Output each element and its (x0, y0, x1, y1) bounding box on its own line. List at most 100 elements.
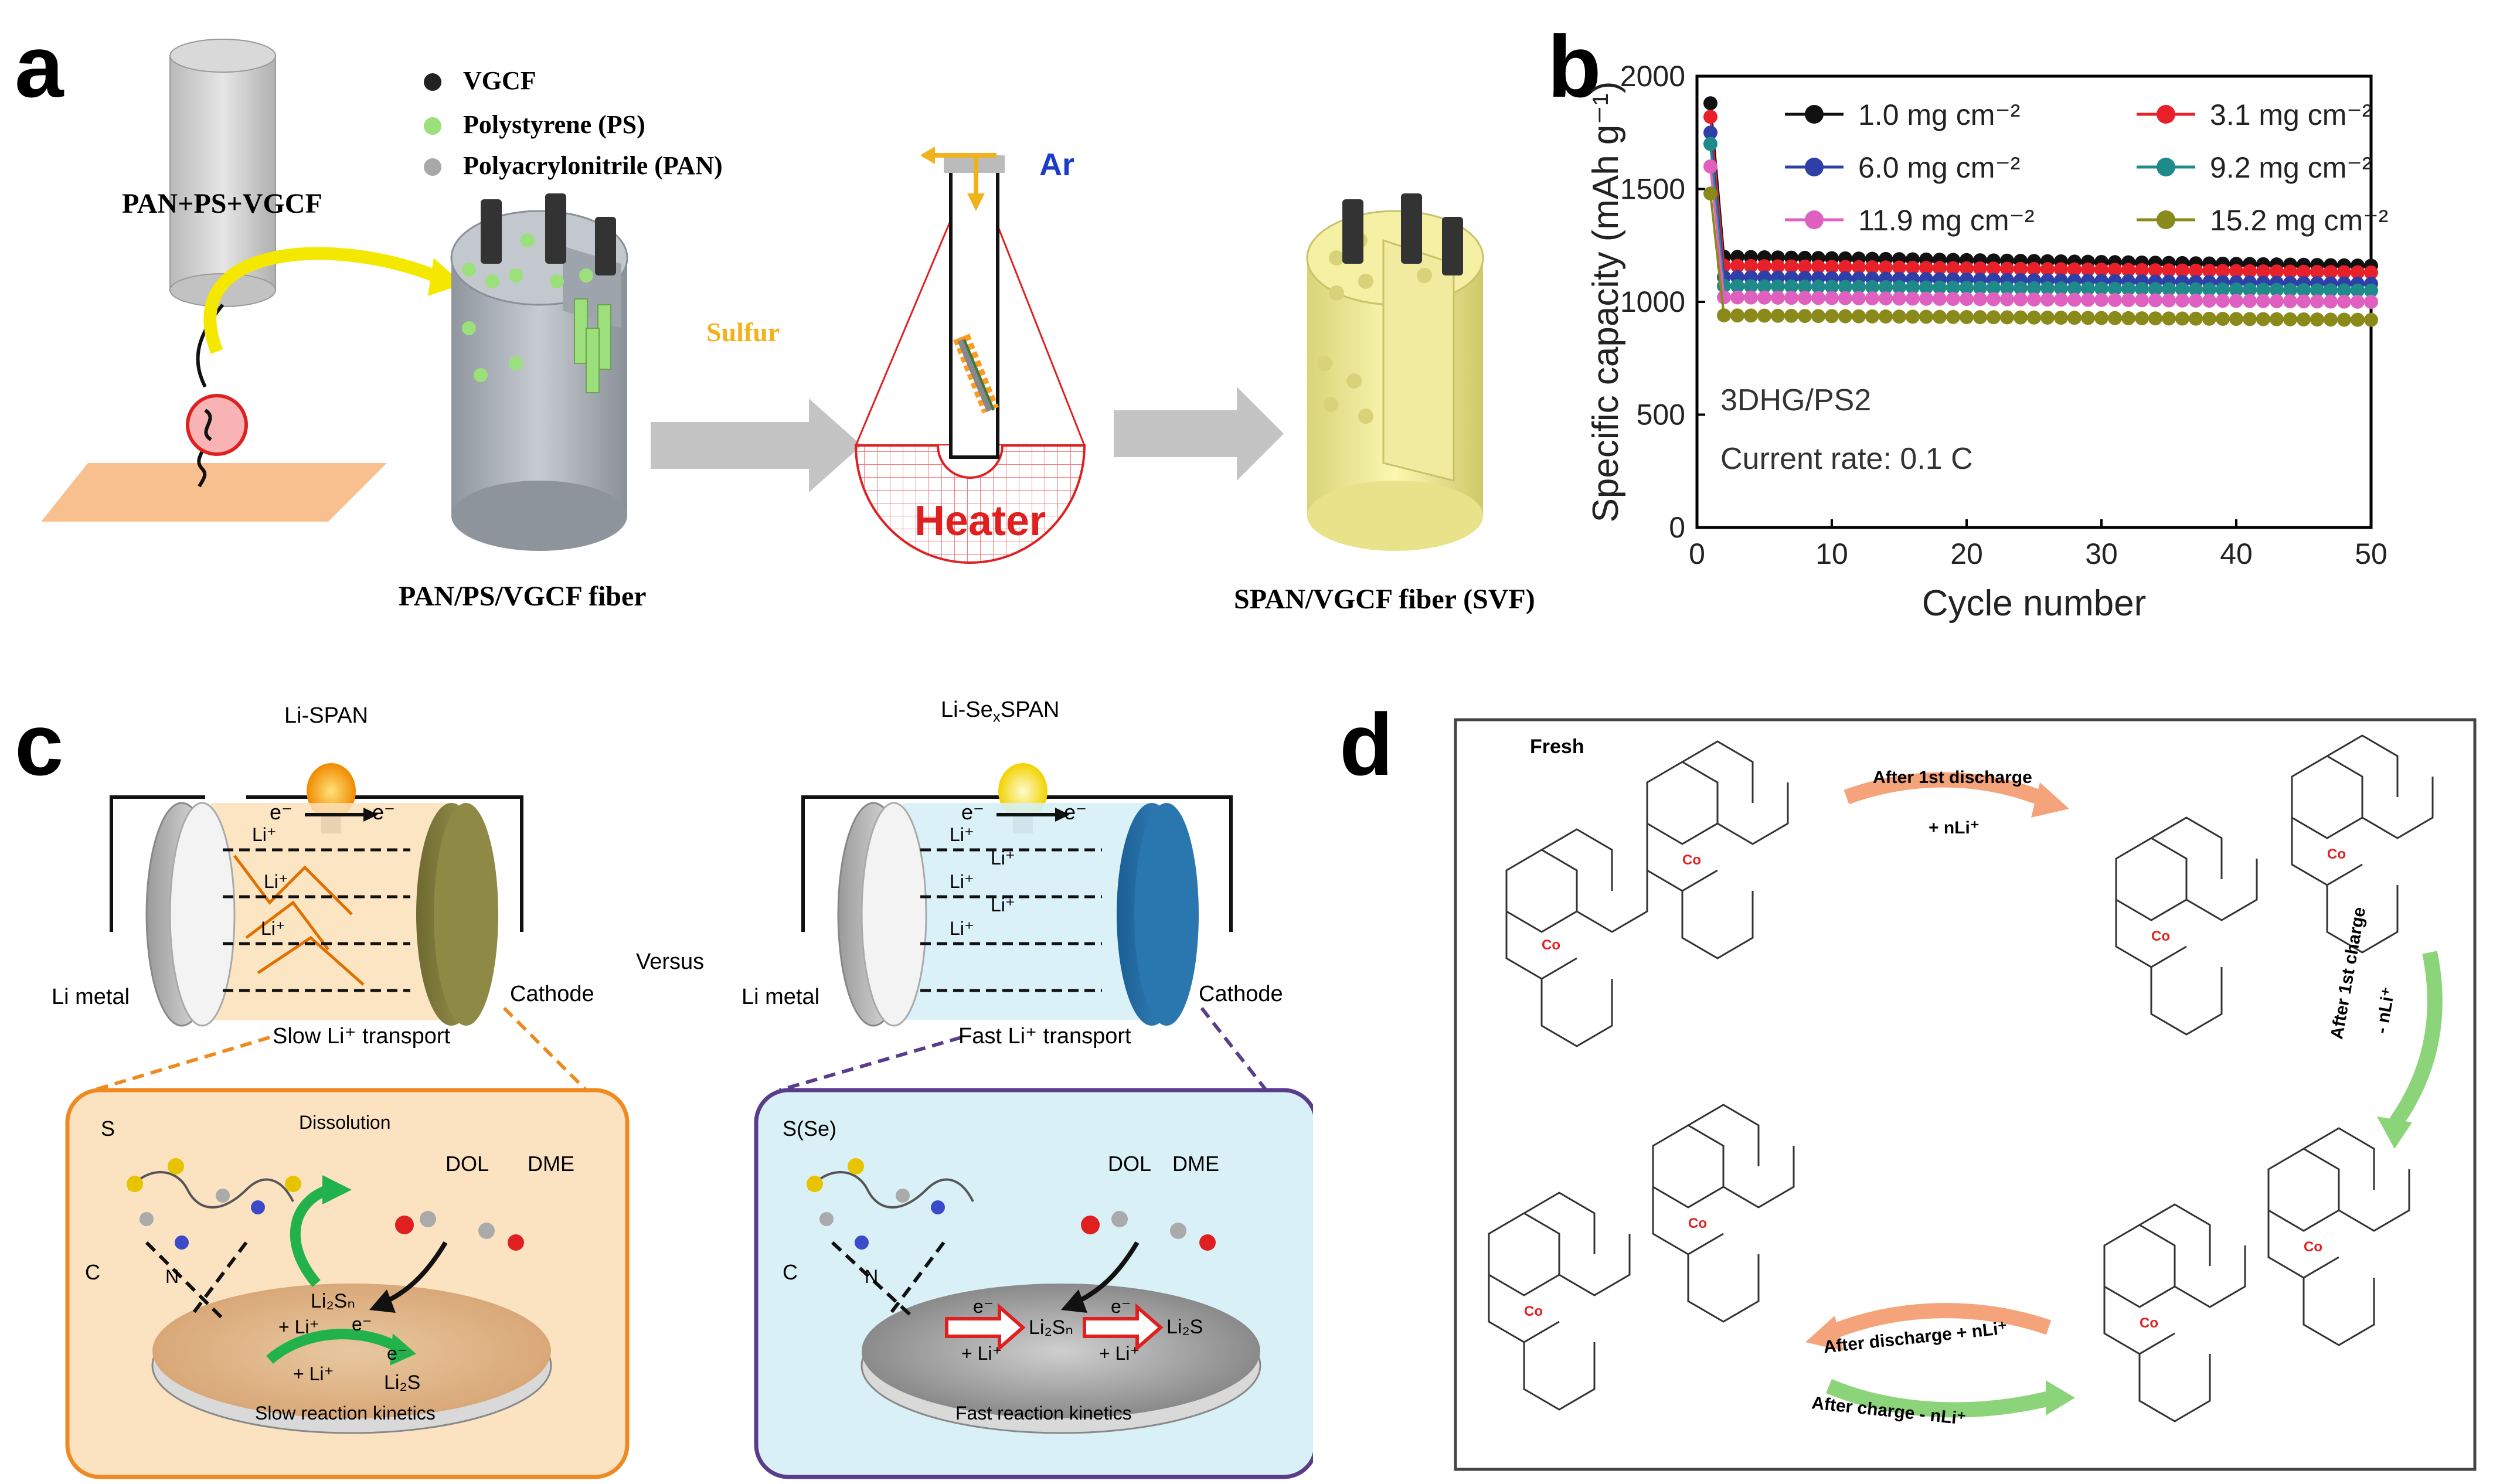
data-point (2337, 294, 2351, 309)
data-point (2297, 312, 2311, 326)
electron-right-1: e⁻ (961, 800, 985, 824)
data-point (1838, 309, 1852, 324)
data-point (2202, 294, 2216, 308)
data-point (1784, 279, 1798, 294)
data-point (2081, 262, 2095, 277)
svg-text:Co: Co (1524, 1303, 1543, 1319)
data-point (1919, 280, 1933, 295)
left-title: Li-SPAN (284, 703, 368, 728)
data-point (2135, 282, 2149, 297)
data-point (2108, 311, 2122, 325)
x-tick-label: 50 (2355, 537, 2387, 570)
data-point (1798, 291, 1812, 305)
s-label: S (101, 1117, 115, 1141)
data-point (1730, 290, 1744, 305)
data-point (1811, 280, 1825, 294)
data-point (1946, 292, 1960, 307)
x-tick-label: 0 (1689, 537, 1705, 570)
data-point (2054, 292, 2068, 307)
dme-label-left: DME (528, 1152, 574, 1176)
fast-kinetics-label: Fast reaction kinetics (955, 1403, 1132, 1424)
data-point (2081, 311, 2095, 325)
legend-label-ps: Polystyrene (PS) (463, 110, 645, 139)
svg-text:Co: Co (1688, 1216, 1707, 1231)
data-point (1852, 260, 1866, 274)
data-point (2256, 294, 2270, 308)
li-ion-right-4: Li⁺ (991, 894, 1015, 915)
data-point (2297, 264, 2311, 279)
data-point (2270, 312, 2284, 326)
structure-charged-2 (2103, 1127, 2410, 1422)
data-point (2283, 282, 2297, 297)
legend-marker (1805, 210, 1824, 229)
data-point (2027, 261, 2041, 276)
legend-label: 6.0 mg cm⁻² (1858, 151, 2020, 184)
data-point (1865, 309, 1879, 324)
data-point (2108, 281, 2122, 296)
li2s-left: Li₂S (384, 1371, 421, 1394)
data-point (2121, 281, 2135, 296)
annotation-rate: Current rate: 0.1 C (1720, 442, 1973, 476)
e-minus-left-2: e⁻ (387, 1343, 407, 1364)
data-point (1717, 290, 1731, 305)
right-title-main: Li-Se (941, 697, 993, 722)
data-point (2337, 283, 2351, 298)
legend-label: 1.0 mg cm⁻² (1858, 98, 2020, 131)
data-point (2081, 281, 2095, 296)
data-point (1757, 308, 1771, 323)
legend-label-pan: Polyacrylonitrile (PAN) (463, 151, 723, 180)
data-point (1919, 309, 1933, 324)
step-arrow-1 (651, 399, 862, 492)
data-point (1757, 279, 1771, 294)
data-point (1771, 259, 1785, 274)
data-point (2081, 292, 2095, 307)
svg-text:Co: Co (1542, 937, 1560, 953)
fiber-span-vgcf (1306, 193, 1484, 551)
data-point (1825, 291, 1839, 305)
data-point (2243, 264, 2257, 278)
data-point (1973, 310, 1987, 325)
data-point (1852, 309, 1866, 324)
data-point (2364, 312, 2378, 327)
data-point (2094, 263, 2108, 277)
panel-letter-c: c (15, 695, 64, 794)
data-point (2256, 264, 2270, 279)
panel-a-figure (41, 39, 1484, 564)
data-point (2121, 263, 2135, 277)
data-point (1730, 279, 1744, 294)
li2sn-left: Li₂Sₙ (311, 1290, 355, 1312)
data-point (1744, 290, 1758, 305)
data-point (2175, 293, 2189, 308)
spinner-nozzle (169, 55, 276, 291)
legend-marker (1805, 105, 1824, 124)
data-point (1879, 309, 1893, 324)
data-point (1987, 261, 2001, 276)
data-point (2216, 294, 2230, 308)
quartz-tube (949, 168, 999, 459)
data-point (1906, 260, 1920, 275)
plus-nli-label: + nLi⁺ (1929, 818, 1980, 838)
data-point (1838, 291, 1852, 305)
data-point (2243, 294, 2257, 308)
data-point (2162, 293, 2176, 308)
data-point (1879, 260, 1893, 275)
arrow-charge (1826, 1379, 2054, 1418)
svg-text:Co: Co (2327, 846, 2346, 862)
data-point (2108, 292, 2122, 307)
right-title: Li-SexSPAN (941, 697, 1059, 726)
data-point (2324, 283, 2338, 298)
plus-li-left-1: + Li⁺ (278, 1316, 319, 1337)
data-point (2067, 281, 2082, 296)
data-point (1933, 291, 1947, 306)
c-label-left: C (85, 1260, 100, 1284)
panel-letter-b: b (1548, 17, 1601, 115)
x-tick-label: 40 (2220, 537, 2253, 570)
data-point (2337, 265, 2351, 280)
data-point (2000, 310, 2014, 325)
heater (854, 147, 1086, 564)
data-point (2067, 311, 2082, 325)
data-point (1771, 279, 1785, 294)
svg-text:Co: Co (2304, 1239, 2322, 1255)
data-point (2040, 310, 2055, 325)
data-point (1919, 261, 1933, 275)
